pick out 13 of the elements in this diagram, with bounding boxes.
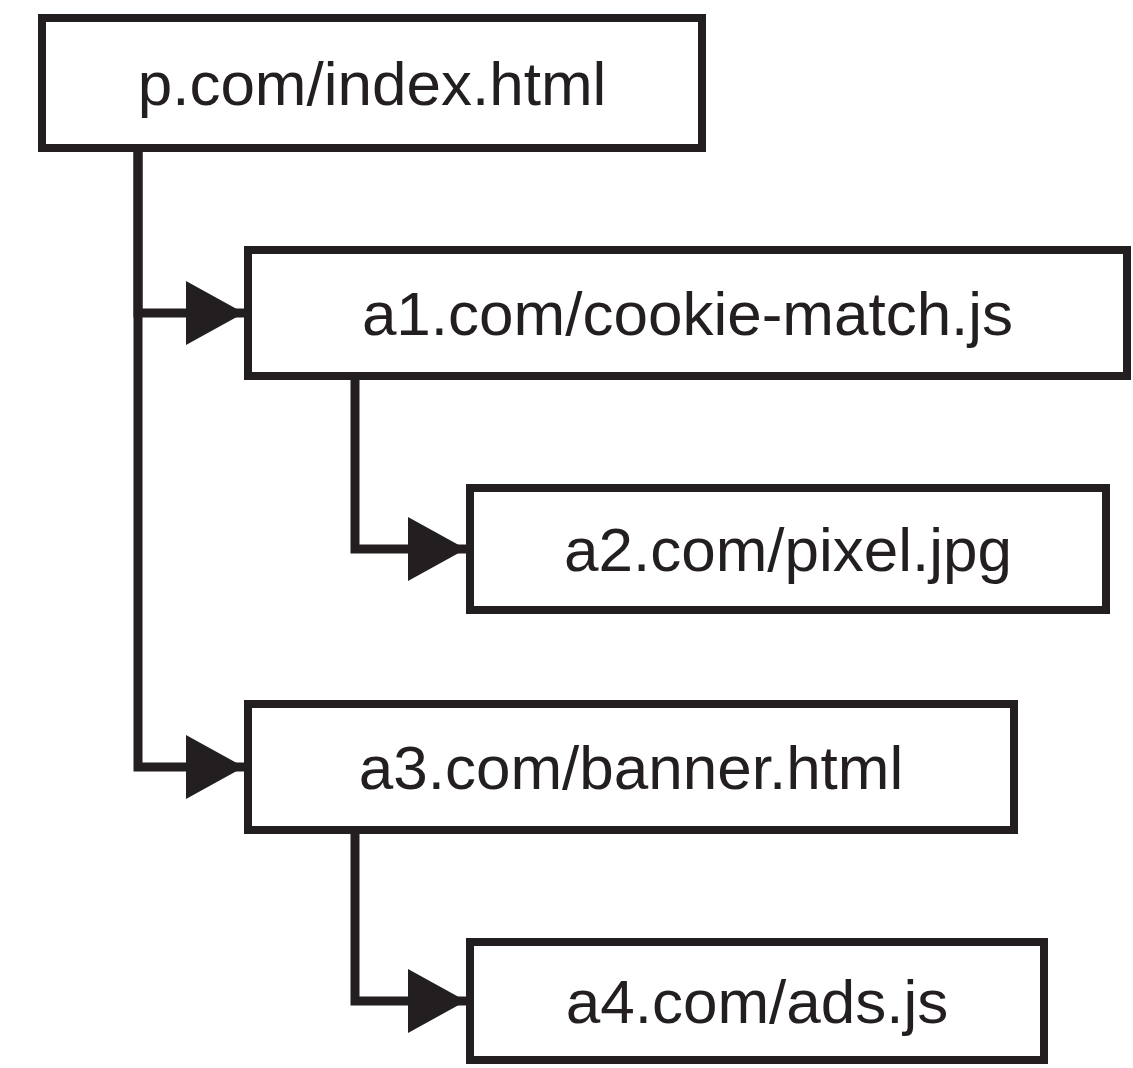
url-box — [466, 484, 1110, 614]
arrow — [350, 380, 466, 581]
arrow — [133, 152, 244, 799]
url-box — [466, 938, 1048, 1064]
url-label: a2.com/pixel.jpg — [564, 513, 1012, 585]
arrow — [350, 834, 466, 1033]
url-label: a1.com/cookie-match.js — [361, 277, 1014, 349]
url-box — [244, 700, 1018, 834]
url-label: a3.com/banner.html — [358, 731, 904, 803]
url-label: p.com/index.html — [137, 47, 607, 119]
url-box — [244, 246, 1131, 380]
url-box — [38, 14, 706, 152]
url-label: a4.com/ads.js — [565, 965, 949, 1037]
